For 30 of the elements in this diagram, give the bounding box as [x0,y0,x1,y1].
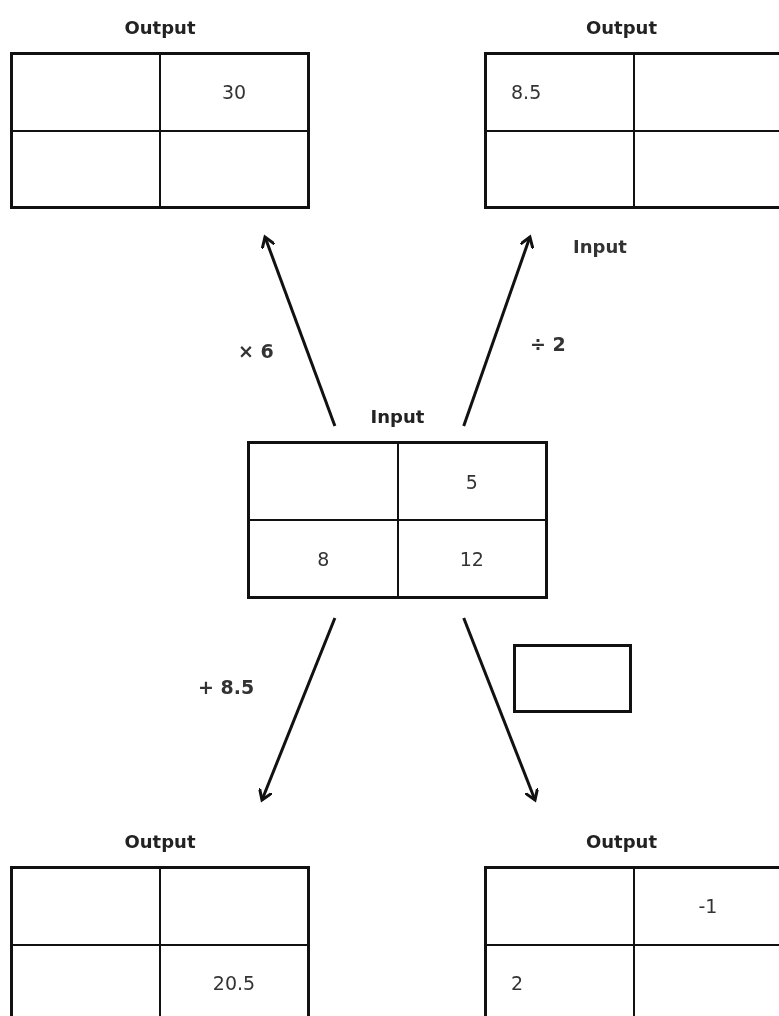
table-cell [487,869,634,945]
grid-heading: Output [124,17,196,38]
grid-heading: Input [370,406,425,427]
grid-heading: Output [586,17,657,38]
table-cell: 20.5 [160,944,307,1016]
grid-heading: Output [586,831,657,852]
arrow [261,235,337,427]
table-cell [13,944,160,1016]
table-cell [13,869,160,945]
table-cell: -1 [634,869,779,945]
table-cell [13,130,160,206]
arrow [462,617,539,802]
table-cell: 8 [250,520,398,596]
table-cell [634,55,779,131]
table-cell: 12 [397,520,545,596]
table-cell [160,869,307,945]
table-cell [160,130,307,206]
table-cell [634,944,779,1016]
table-cell: 8.5 [487,55,634,131]
answer-box [513,644,632,713]
arrow [258,617,337,802]
table-cell: 5 [397,444,545,520]
arrow [462,235,535,427]
table-cell [487,130,634,206]
table-cell [634,130,779,206]
table-cell [13,55,160,131]
table-cell [250,444,398,520]
grid-heading: Output [124,831,196,852]
table-cell: 2 [487,944,634,1016]
table-cell: 30 [160,55,307,131]
